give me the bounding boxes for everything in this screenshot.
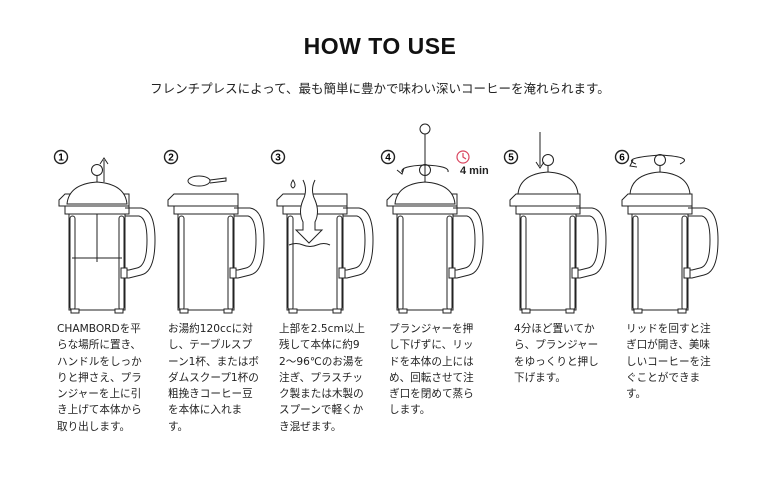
timer-label: 4 min — [460, 165, 489, 177]
step-numbers: 1 2 3 4 5 6 — [53, 149, 630, 165]
step-1-text: CHAMBORDを平らな場所に置き、ハンドルをしっかりと押さえ、プランジャーを上… — [57, 323, 142, 433]
pour-water-icon — [276, 179, 374, 314]
press-down-arrow-icon — [509, 132, 607, 314]
page-title: HOW TO USE — [303, 33, 457, 59]
step-number-4: 4 — [380, 149, 396, 165]
page-subtitle: フレンチプレスによって、最も簡単に豊かで味わい深いコーヒーを淹れられます。 — [150, 81, 610, 96]
svg-text:4: 4 — [385, 153, 391, 164]
step-number-2: 2 — [163, 149, 179, 165]
step-5-text: 4分ほど置いてから、プランジャーをゆっくりと押し下げます。 — [514, 323, 599, 384]
svg-text:1: 1 — [58, 153, 64, 164]
svg-text:3: 3 — [275, 153, 281, 164]
step-4-text: プランジャーを押し下げずに、リッドを本体の上にはめ、回転させて注ぎ口を閉めて蒸ら… — [389, 323, 474, 417]
press-with-lid-icon — [386, 123, 484, 314]
step-3-text: 上部を2.5cm以上残して本体に約92〜96℃のお湯を注ぎ、プラスチック製または… — [279, 323, 365, 433]
press-plunger-up-icon — [58, 157, 156, 314]
step-number-1: 1 — [53, 149, 69, 165]
step-number-5: 5 — [503, 149, 519, 165]
step-number-6: 6 — [614, 149, 630, 165]
svg-text:6: 6 — [619, 153, 625, 164]
coffee-scoop-icon — [167, 175, 265, 314]
step-6-text: リッドを回すと注ぎ口が開き、美味しいコーヒーを注ぐことができます。 — [626, 323, 711, 401]
step-number-3: 3 — [270, 149, 286, 165]
timer-icon — [456, 150, 470, 164]
svg-text:2: 2 — [168, 153, 174, 164]
rotate-lid-icon — [621, 154, 719, 314]
svg-text:5: 5 — [508, 153, 514, 164]
step-2-text: お湯約120ccに対し、テーブルスプーン1杯、またはボダムスクープ1杯の粗挽きコ… — [168, 323, 259, 433]
